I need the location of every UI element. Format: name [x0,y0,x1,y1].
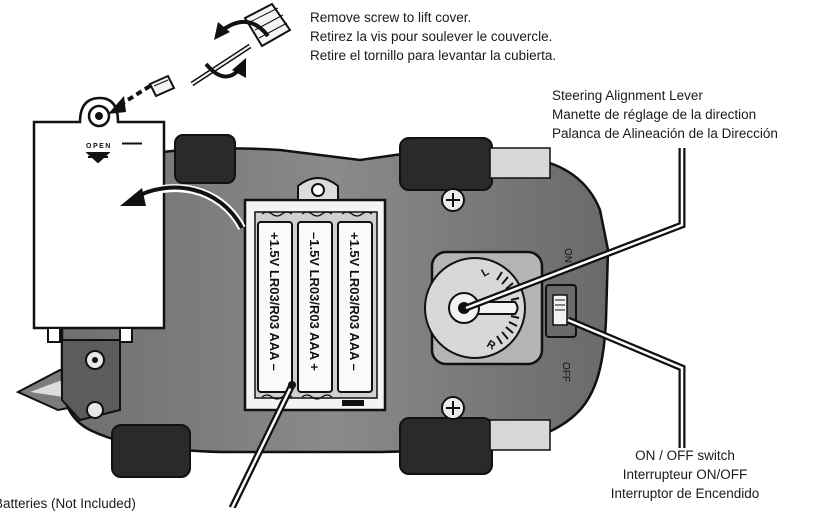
battery-2: –1.5V LR03/R03 AAA + [297,221,333,393]
switch-label-off: OFF [560,362,571,382]
wheel-bottom-left [111,424,191,478]
battery-callout-line [228,383,296,510]
cover-polarity: — [122,132,142,154]
battery-3-label: +1.5V LR03/R03 AAA – [347,232,362,371]
battery-cover[interactable] [32,96,166,330]
screw-hole-top [441,188,465,212]
wheel-bottom-right [399,417,493,475]
cover-open-label: OPEN [86,143,112,150]
screwdriver-icon [190,2,292,87]
switch-label-fr: Interrupteur ON/OFF [622,467,748,482]
steering-lever-en: Steering Alignment Lever [552,88,703,103]
switch-label: ON / OFF switch Interrupteur ON/OFF Inte… [585,446,785,503]
battery-2-label: –1.5V LR03/R03 AAA + [307,232,322,371]
steering-lever-fr: Manette de réglage de la direction [552,107,757,122]
screw-instruction-es: Retire el tornillo para levantar la cubi… [310,48,557,63]
battery-1: +1.5V LR03/R03 AAA – [257,221,293,393]
steering-callout-line [464,148,686,312]
screw-instruction: Remove screw to lift cover. Retirez la v… [310,8,556,65]
wheel-top-left [174,134,236,184]
switch-label-en: ON / OFF switch [635,448,735,463]
steering-lever-es: Palanca de Alineación de la Dirección [552,126,778,141]
rotate-arrows-icon [204,20,270,79]
switch-label-on: ON [562,248,573,263]
screw-hole-bottom [441,396,465,420]
batteries-note: Batteries (Not Included) [0,496,136,511]
open-arrow-icon [85,152,111,164]
battery-1-label: +1.5V LR03/R03 AAA – [267,232,282,371]
screw-instruction-fr: Retirez la vis pour soulever le couvercl… [310,29,553,44]
battery-3: +1.5V LR03/R03 AAA – [337,221,373,393]
screw-icon [148,74,176,98]
switch-callout-line [566,316,686,448]
switch-label-es: Interruptor de Encendido [610,486,760,501]
screw-instruction-en: Remove screw to lift cover. [310,10,472,25]
steering-lever-label: Steering Alignment Lever Manette de régl… [552,86,778,143]
wheel-top-right [399,137,493,191]
